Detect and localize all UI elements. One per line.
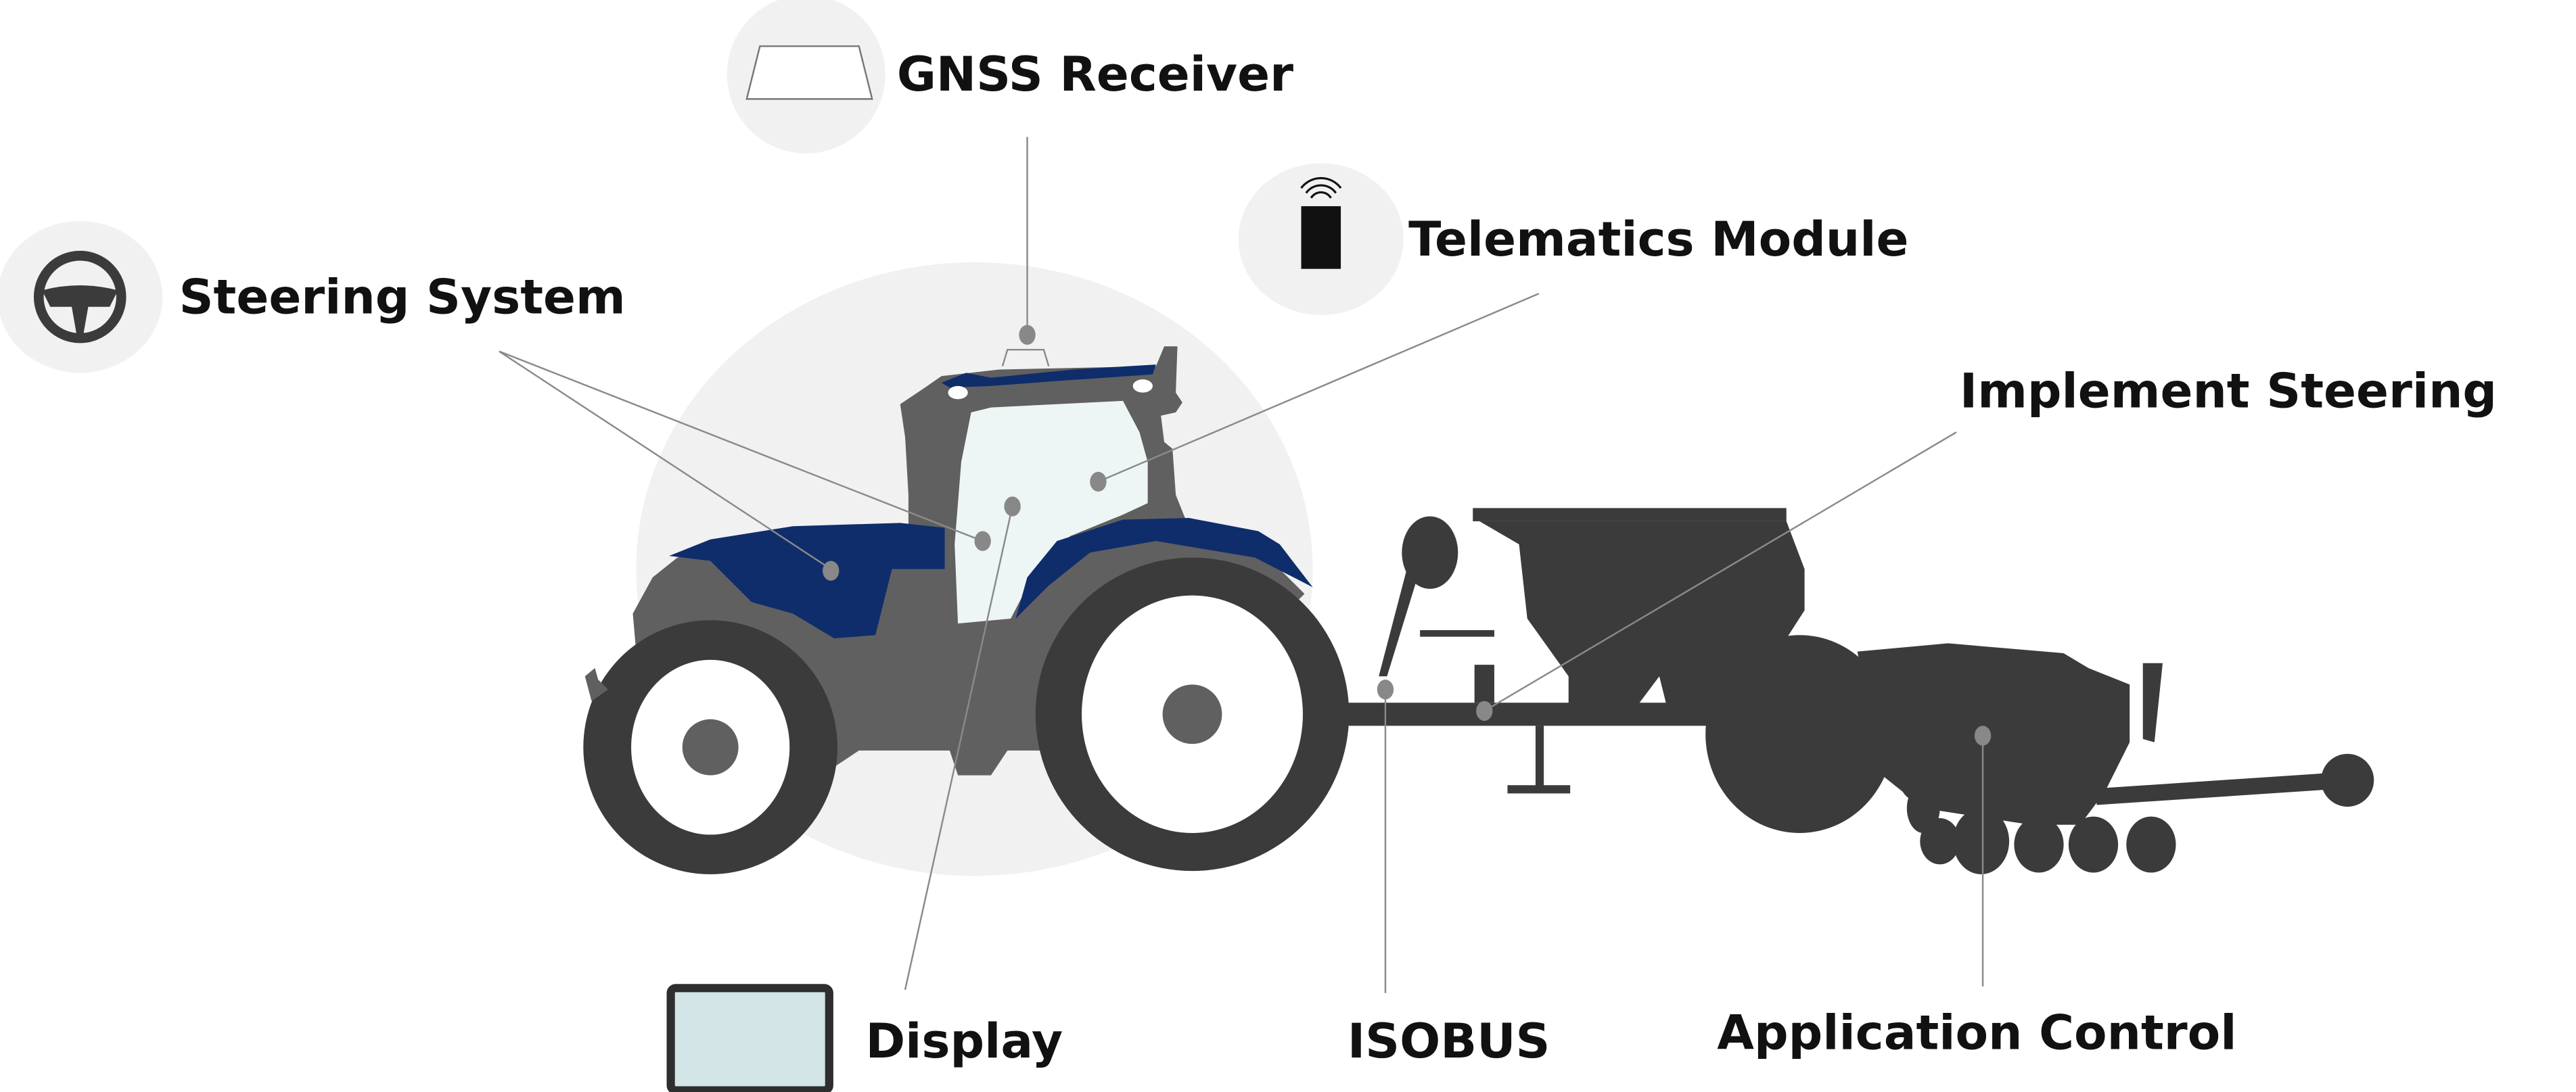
planter (1346, 508, 2374, 874)
gnss-label: GNSS Receiver (897, 46, 1293, 102)
telematics-icon-group (1238, 163, 1404, 315)
display-monitor-icon (666, 984, 833, 1092)
application-control-label: Application Control (1717, 1005, 2236, 1061)
display-label: Display (865, 1013, 1063, 1069)
telematics-point (1090, 471, 1107, 492)
gnss-point (1019, 325, 1036, 345)
steering-wheel-icon (33, 250, 127, 343)
cab-glass (954, 400, 1148, 624)
application-point (1974, 726, 1992, 746)
isobus-point (1377, 680, 1394, 700)
gnss-antenna-icon (745, 45, 873, 100)
telematics-label: Telematics Module (1408, 211, 1908, 267)
steering-icon-group (0, 220, 163, 373)
tractor (583, 346, 1350, 874)
display-point (1004, 496, 1021, 517)
steering-point-hood (823, 561, 840, 581)
connection-points (823, 325, 1992, 746)
gnss-icon-group (727, 0, 886, 153)
telematics-device-icon (1300, 176, 1342, 269)
implement-steering-label: Implement Steering (1960, 363, 2497, 419)
steering-point-cab (974, 531, 991, 551)
implement-point (1476, 701, 1493, 721)
isobus-label: ISOBUS (1348, 1013, 1550, 1069)
steering-label: Steering System (179, 269, 626, 325)
leader-lines (499, 137, 1984, 993)
